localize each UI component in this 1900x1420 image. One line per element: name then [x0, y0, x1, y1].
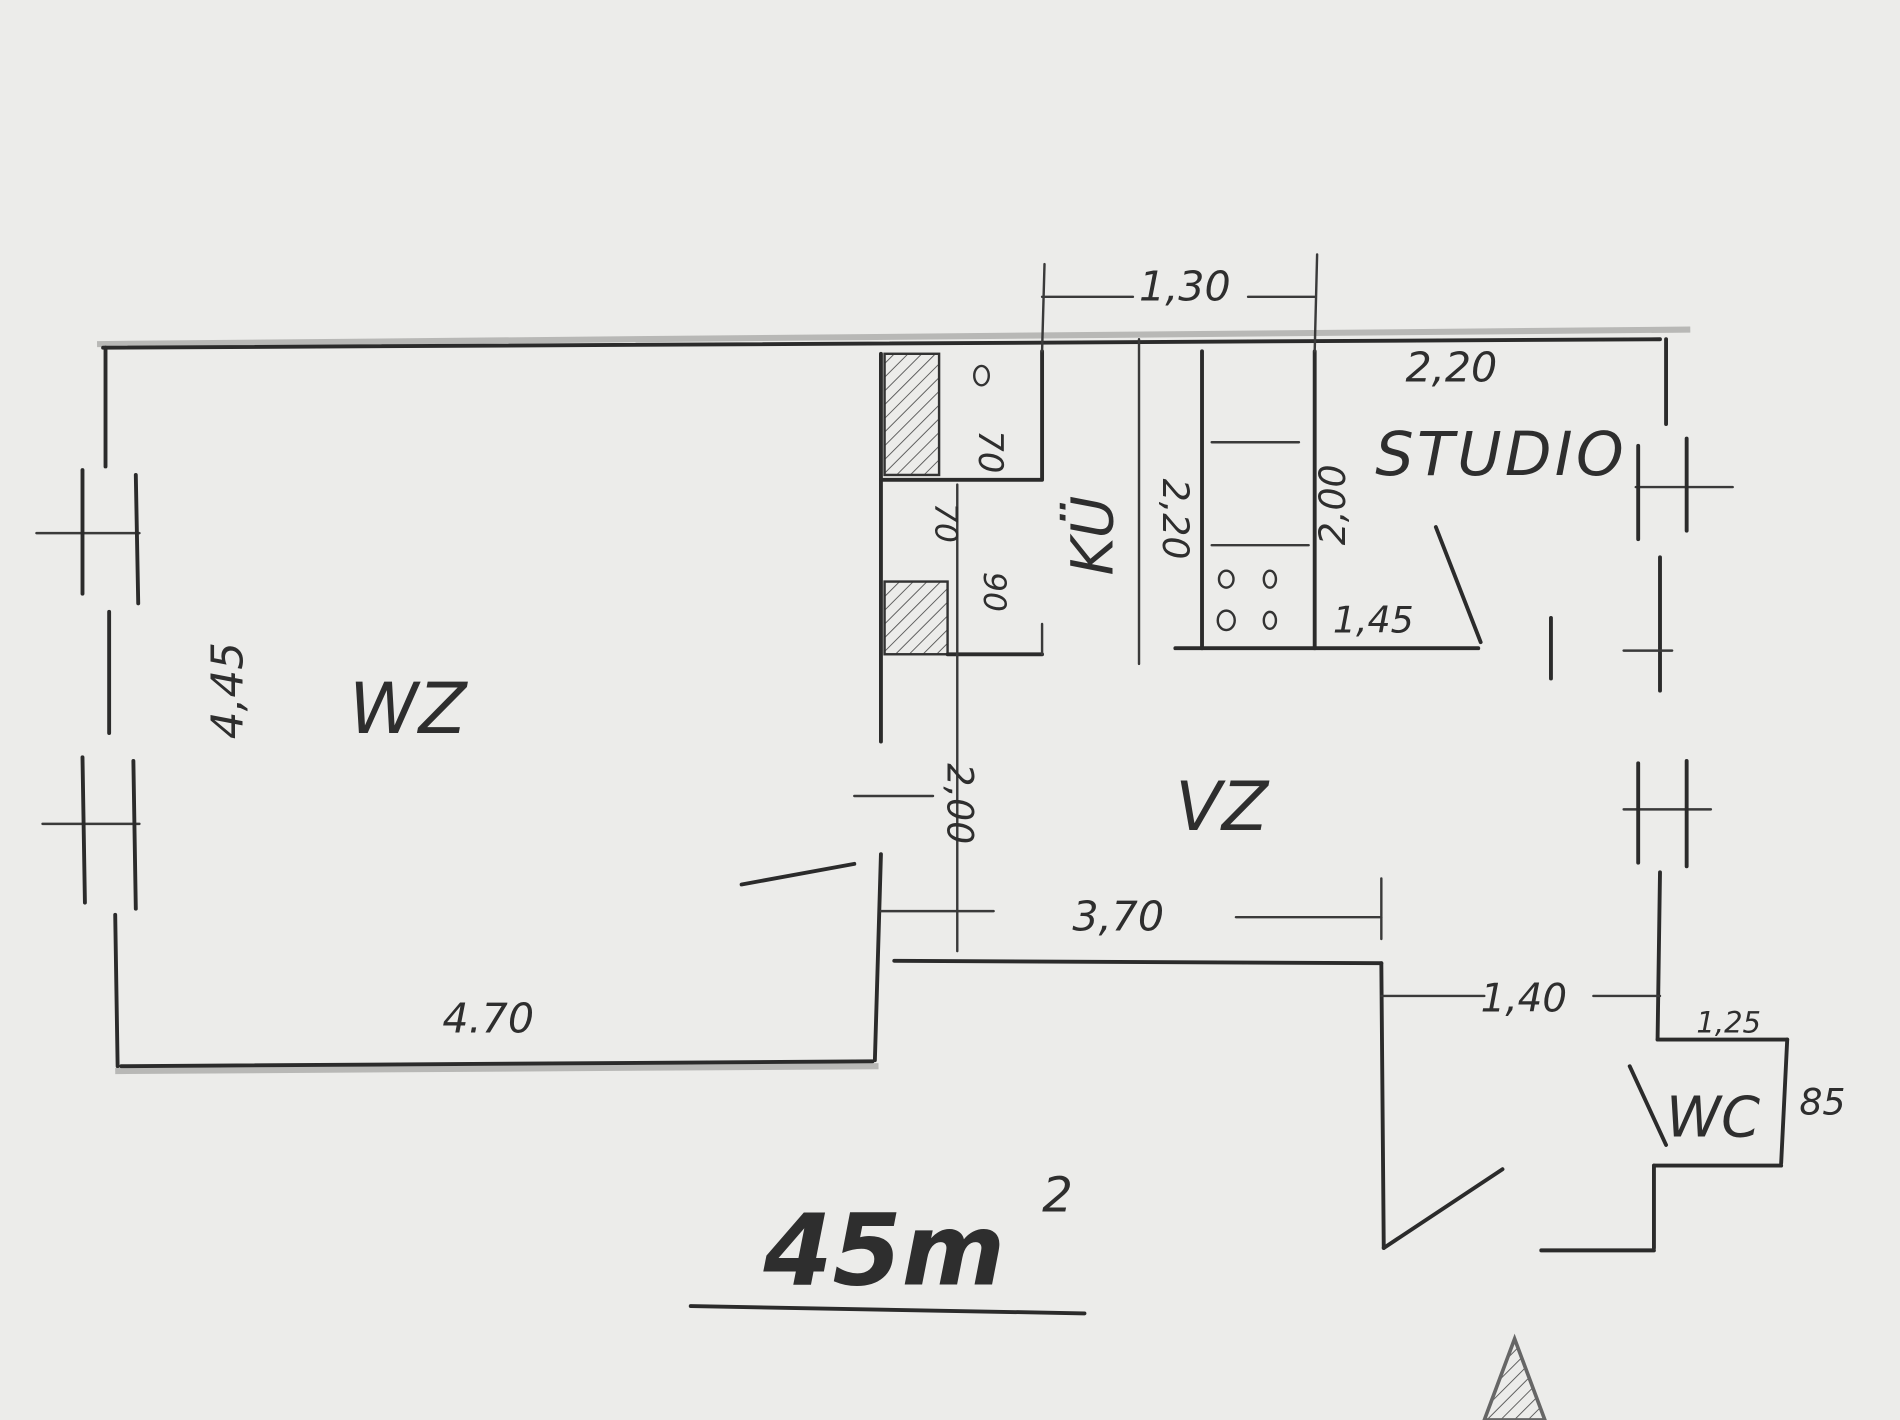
total-area-superscript: 2 [1042, 1168, 1073, 1224]
dim-bath-lower: 90 [976, 572, 1012, 612]
room-labels: WZ VZ KÜ STUDIO WC [349, 420, 1760, 1151]
dim-studio-width: 2,20 [1406, 344, 1498, 392]
total-area-label: 45m 2 [762, 1168, 1072, 1309]
room-label-wc: WC [1666, 1085, 1760, 1150]
dim-kitchen-width: 1,30 [1139, 262, 1231, 310]
dim-studio-depth: 2,00 [1311, 464, 1354, 545]
total-area: 45m [762, 1193, 1005, 1308]
room-label-living: WZ [349, 668, 468, 750]
dim-corridor: 1,40 [1481, 977, 1567, 1022]
dim-studio-bottom: 1,45 [1333, 598, 1414, 641]
walls [97, 326, 1691, 1250]
stove-burners-icon [1216, 569, 1278, 632]
dim-hall-depth: 2,00 [939, 763, 982, 844]
wc-room [1539, 1037, 1790, 1253]
dim-hall-width: 3,70 [1072, 893, 1164, 941]
kitchen-counter [1173, 349, 1483, 651]
doors [739, 794, 1668, 1250]
dimension-lines [688, 253, 1662, 1316]
dim-living-width: 4.70 [442, 994, 534, 1042]
dim-living-height: 4,45 [203, 642, 253, 739]
room-label-hall: VZ [1175, 767, 1269, 846]
north-arrow-icon [1482, 1333, 1547, 1420]
dim-wc-width: 1,25 [1696, 1005, 1761, 1039]
windows [35, 436, 1734, 911]
dim-kitchen-length: 2,20 [1154, 479, 1197, 560]
dim-bath-upper: 70 [971, 430, 1010, 473]
dim-bath-mid: 70 [927, 503, 963, 543]
dimension-labels: 4,45 4.70 3,70 2,00 1,30 2,20 2,20 2,00 … [203, 262, 1845, 1123]
bathroom-block [879, 349, 1045, 953]
room-label-studio: STUDIO [1375, 420, 1623, 490]
dim-wc-depth: 85 [1799, 1081, 1845, 1124]
room-label-kitchen: KÜ [1058, 496, 1126, 576]
